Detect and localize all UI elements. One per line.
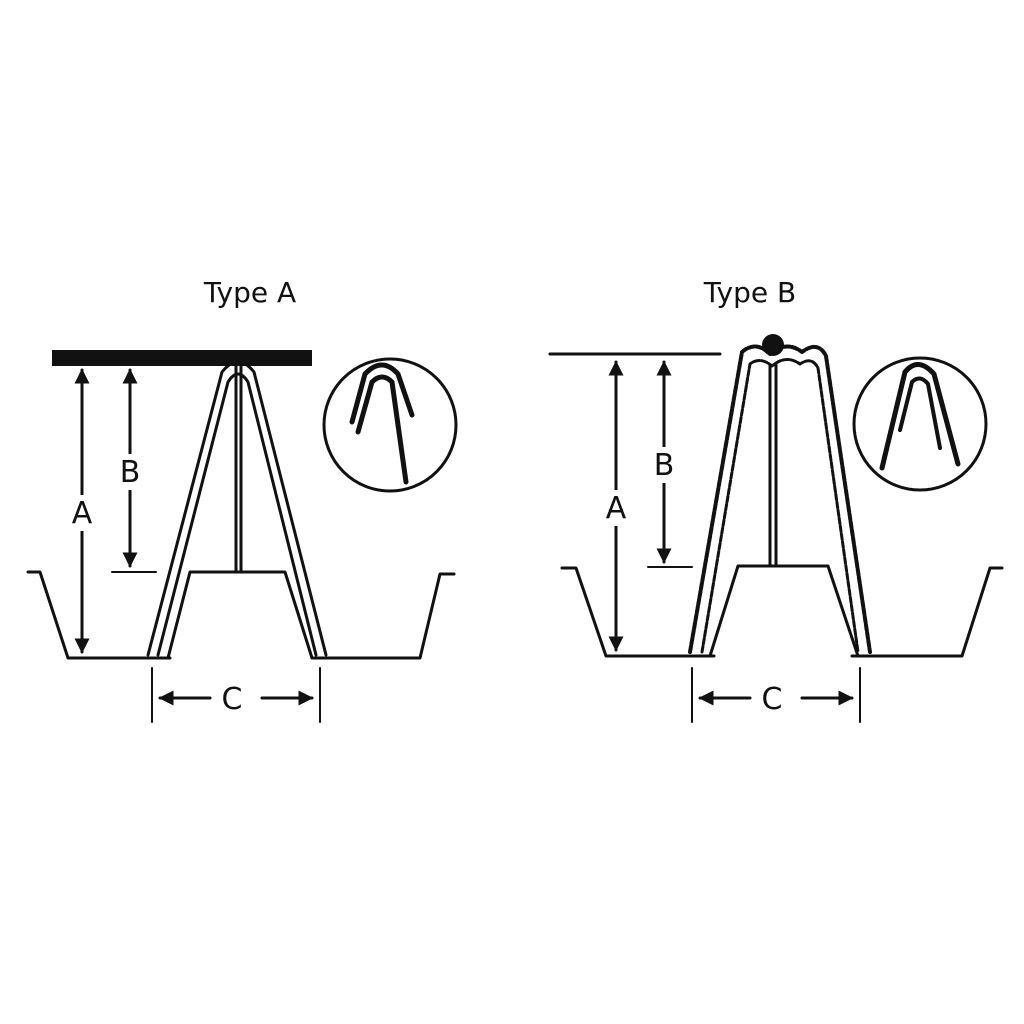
type-b-deck-rib: [708, 564, 860, 658]
type-b-label-c: C: [762, 682, 783, 717]
type-a-figure: Type A A B C: [26, 276, 458, 723]
type-b-figure: Type B A B C: [548, 276, 1004, 723]
type-b-title: Type B: [703, 276, 796, 309]
type-a-deck-left: [26, 570, 172, 660]
type-a-label-a: A: [72, 496, 93, 531]
type-b-label-b: B: [654, 448, 675, 483]
type-a-label-c: C: [222, 682, 243, 717]
type-a-chair-wire: [146, 353, 328, 657]
type-a-title: Type A: [203, 276, 296, 309]
type-b-chair-wire: [688, 334, 872, 654]
type-a-top-bar: [52, 350, 312, 366]
type-a-detail-inset: [322, 357, 458, 493]
type-a-dimension-b-gap: [112, 454, 148, 490]
type-b-deck-right: [850, 566, 1004, 658]
type-a-label-b: B: [120, 455, 141, 490]
type-b-detail-inset: [852, 356, 988, 492]
type-a-deck-rib: [166, 570, 314, 660]
type-b-deck-left: [560, 566, 716, 658]
type-b-dimension-a-gap: [598, 490, 634, 526]
type-a-deck-right: [310, 572, 456, 660]
type-a-dimension-a-gap: [64, 495, 100, 531]
type-b-label-a: A: [606, 491, 627, 526]
type-b-dimension-b-gap: [646, 447, 682, 483]
